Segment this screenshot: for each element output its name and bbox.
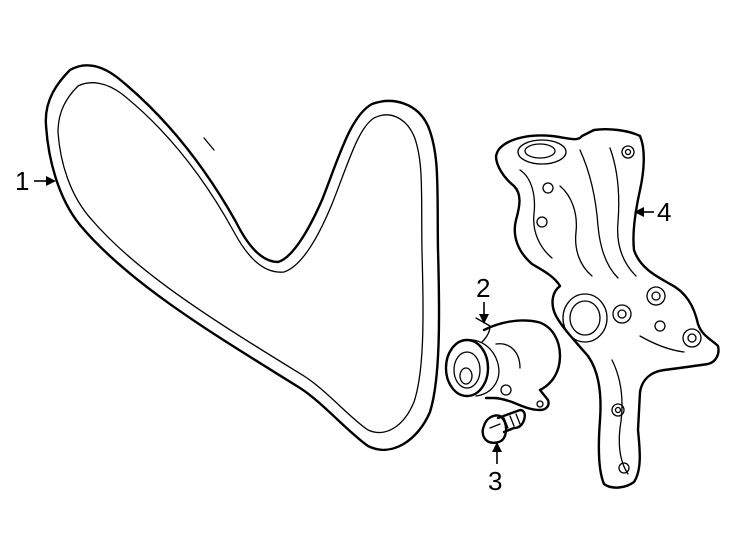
water-pump-icon: [444, 317, 562, 412]
callout-2-number: 2: [476, 273, 490, 303]
callout-4-arrowhead: [634, 207, 644, 217]
callout-4-number: 4: [657, 197, 671, 227]
callout-1: 1: [15, 166, 56, 196]
callout-3-arrowhead: [492, 442, 502, 452]
engine-bracket-icon: [494, 128, 720, 489]
callout-2: 2: [476, 273, 490, 324]
callout-2-arrowhead: [479, 314, 489, 324]
callout-1-arrowhead: [46, 176, 56, 186]
callout-3-number: 3: [488, 466, 502, 496]
callout-1-number: 1: [15, 166, 29, 196]
bolt-icon: [481, 408, 526, 444]
callout-4: 4: [634, 197, 671, 227]
serpentine-belt-icon: [44, 64, 441, 451]
callout-3: 3: [488, 442, 502, 496]
